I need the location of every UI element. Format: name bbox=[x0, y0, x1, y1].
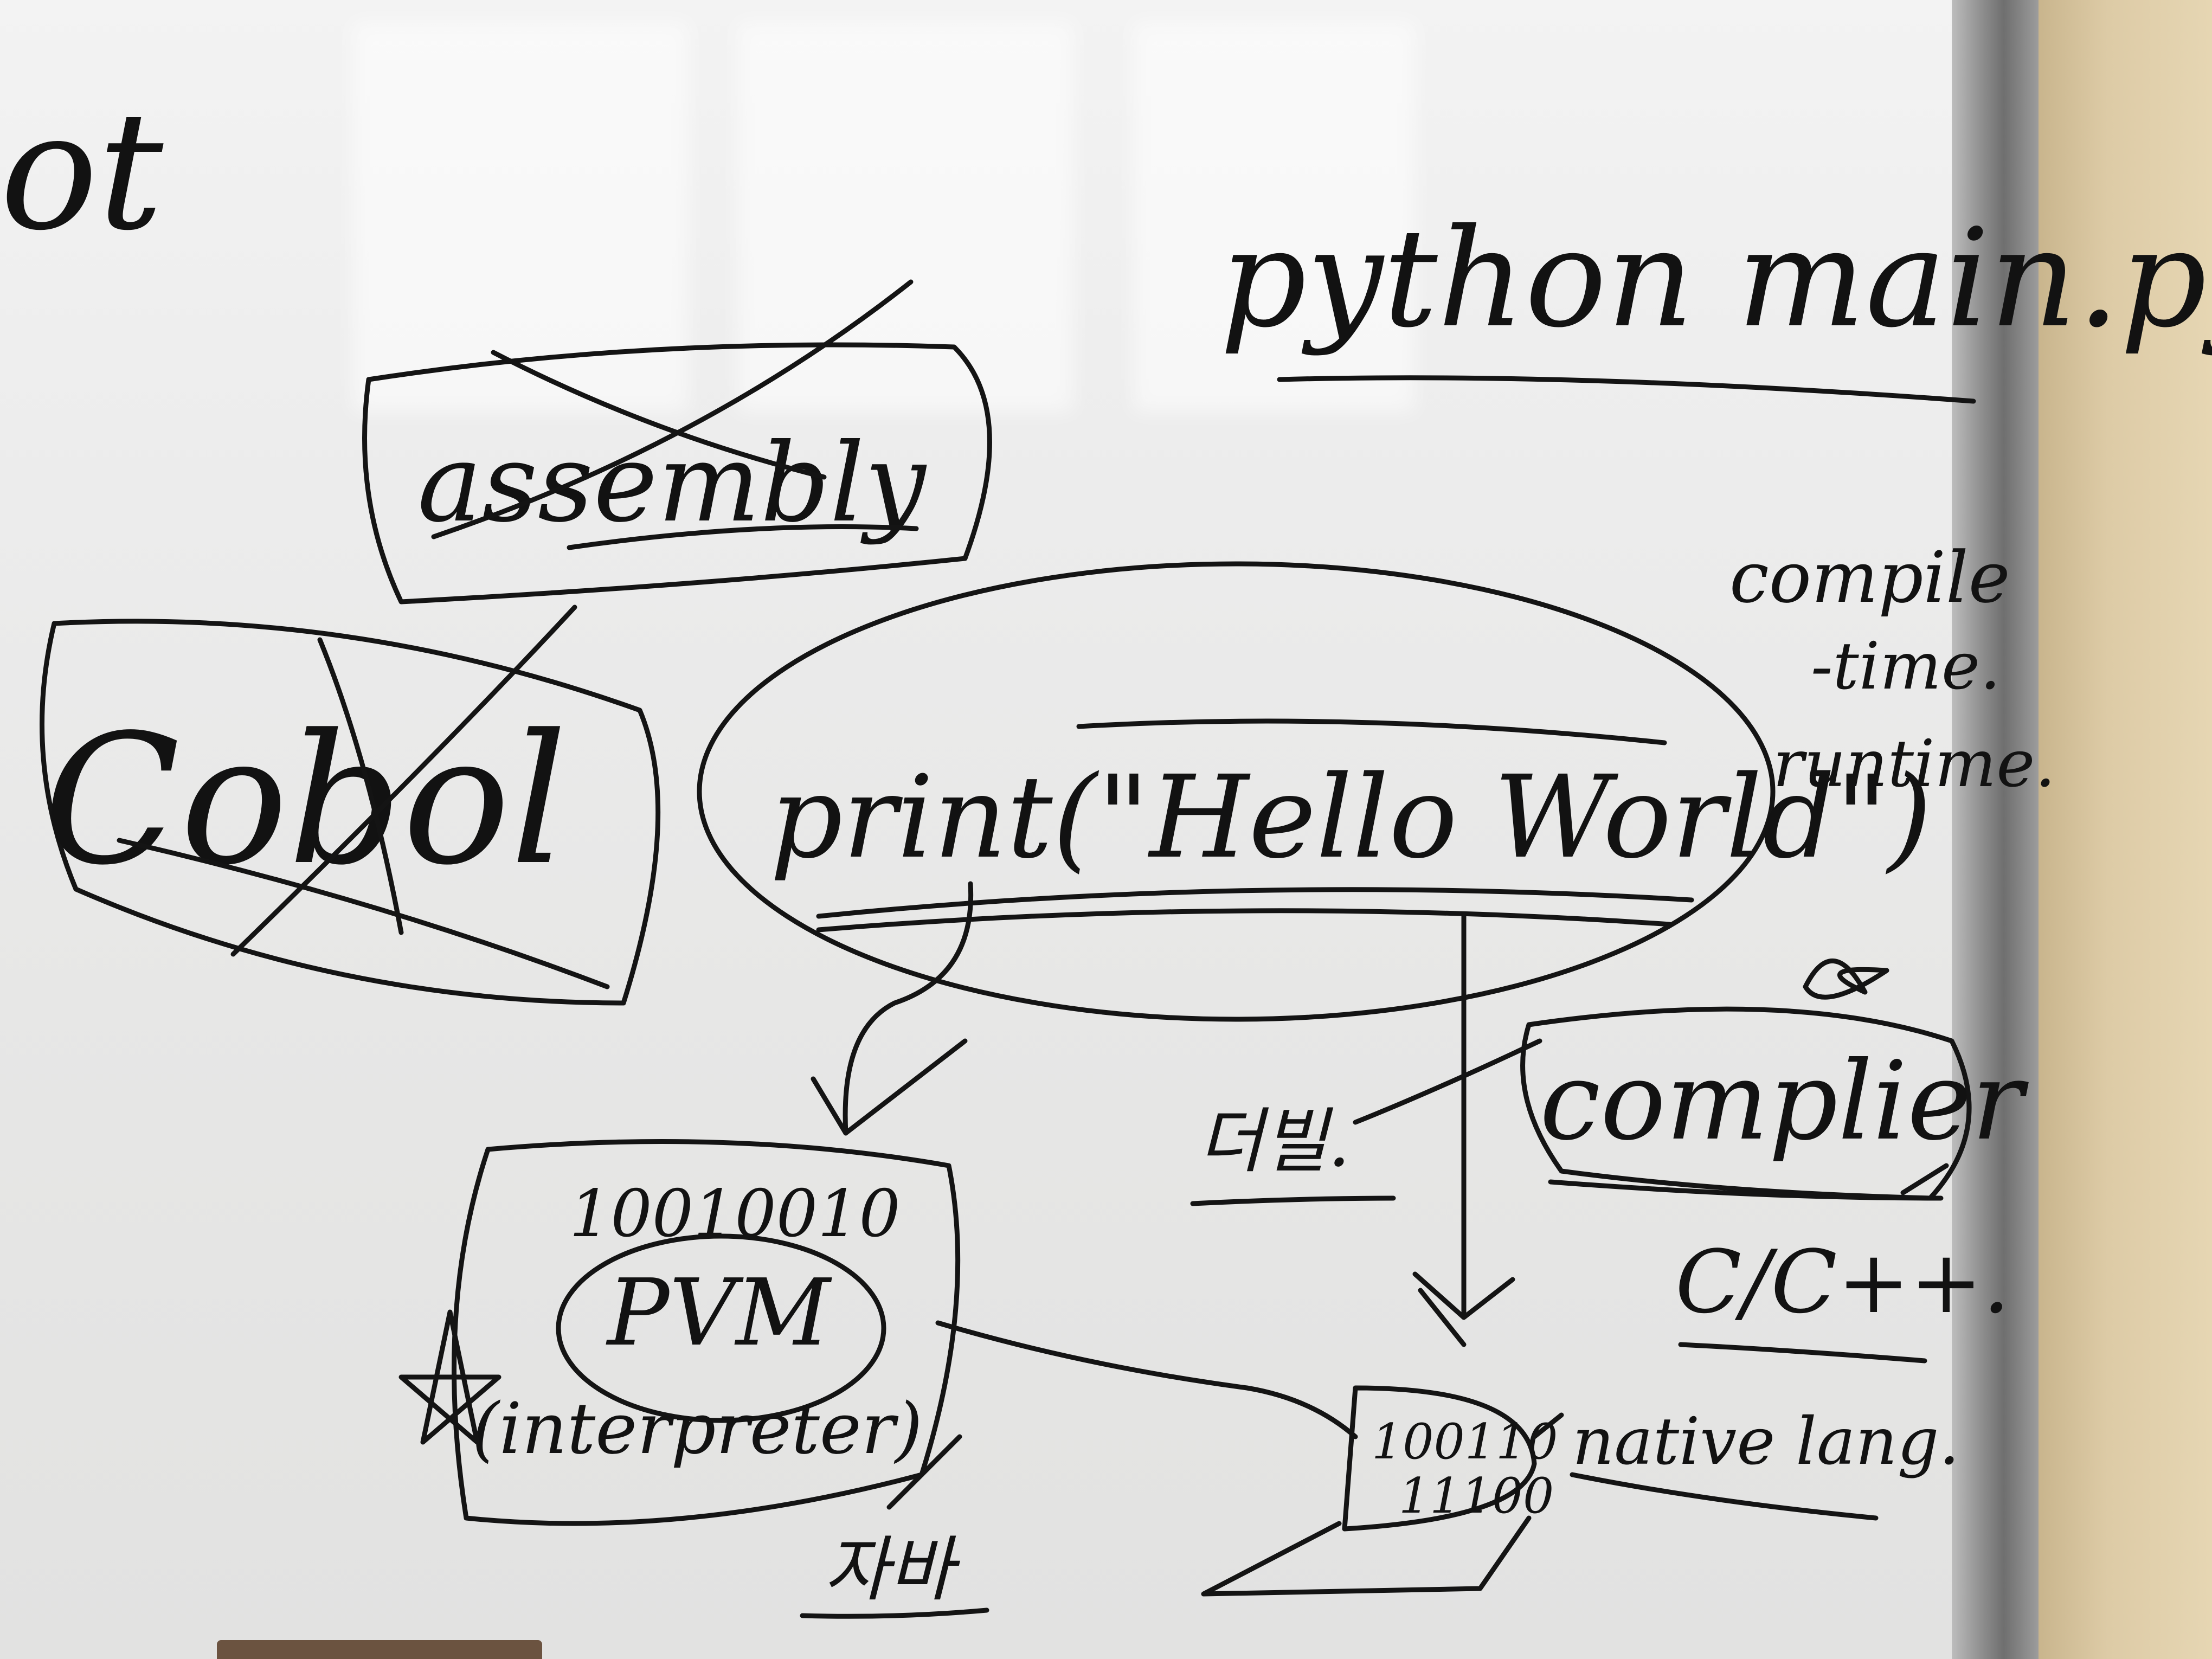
pvm-to-machine-line bbox=[935, 1320, 1358, 1439]
whiteboard-surface bbox=[0, 0, 2017, 1659]
machine-code-1: 100110 bbox=[1372, 1413, 1558, 1470]
compiler-note: 더빌. bbox=[1198, 1100, 1351, 1182]
code-underline bbox=[816, 908, 1673, 933]
interpreter-note: 자바 bbox=[824, 1528, 961, 1611]
arrow-head bbox=[811, 1038, 968, 1136]
note-connector bbox=[1353, 1038, 1542, 1125]
corner-text: ot bbox=[0, 77, 164, 266]
star-mark bbox=[1803, 959, 1889, 1000]
compiled-langs: C/C++. bbox=[1675, 1231, 2010, 1333]
assembly-cross-line bbox=[491, 350, 827, 480]
binary-top: 10010010 bbox=[569, 1176, 901, 1252]
assembly-box bbox=[362, 342, 992, 605]
code-underline bbox=[816, 887, 1694, 919]
langs-underline bbox=[1678, 1342, 1927, 1364]
phase-runtime: runtime. bbox=[1773, 726, 2055, 802]
command-text: python main.py bbox=[1220, 200, 2212, 357]
whiteboard-frame bbox=[1952, 0, 2039, 1659]
cobol-text: Cobol bbox=[43, 696, 568, 904]
compiler-box bbox=[1520, 1006, 1972, 1201]
code-text: print("Hello World") bbox=[770, 751, 1932, 884]
native-label: native lang. bbox=[1572, 1404, 1960, 1480]
compiler-text: complier bbox=[1540, 1038, 2029, 1165]
compiler-underline bbox=[1548, 1179, 1944, 1201]
native-connector bbox=[1532, 1412, 1564, 1439]
assembly-underline bbox=[567, 524, 919, 550]
string-bracket bbox=[1076, 718, 1667, 745]
wall bbox=[2039, 0, 2212, 1659]
laptop-screen bbox=[1342, 1385, 1537, 1532]
native-underline bbox=[1570, 1472, 1879, 1521]
laptop-base bbox=[1201, 1515, 1532, 1597]
phase-compile: compile bbox=[1729, 536, 2010, 619]
note-underline bbox=[800, 1607, 989, 1619]
pvm-ellipse bbox=[556, 1233, 886, 1423]
code-bubble bbox=[697, 561, 1776, 1022]
arrow-head bbox=[1412, 1271, 1515, 1347]
cobol-underline bbox=[117, 838, 610, 989]
window-reflection bbox=[1133, 22, 1415, 412]
phase-time: -time. bbox=[1811, 629, 2001, 704]
window-reflection bbox=[352, 22, 689, 412]
note-connector bbox=[886, 1434, 962, 1510]
note-underline bbox=[1190, 1195, 1396, 1206]
pvm-text: PVM bbox=[606, 1259, 832, 1367]
cobol-box bbox=[40, 619, 661, 1006]
compiler-tick bbox=[1900, 1163, 1949, 1195]
interpreter-text: (interpreter) bbox=[472, 1387, 923, 1470]
arrow-to-pvm bbox=[843, 881, 974, 1136]
star-mark bbox=[398, 1309, 501, 1445]
machine-code-2: 11100 bbox=[1399, 1468, 1554, 1525]
bottom-object bbox=[217, 1640, 542, 1659]
cobol-cross-line bbox=[317, 637, 404, 935]
cobol-cross-line bbox=[230, 605, 577, 957]
assembly-cross-line bbox=[431, 279, 914, 539]
command-underline bbox=[1277, 375, 1976, 404]
